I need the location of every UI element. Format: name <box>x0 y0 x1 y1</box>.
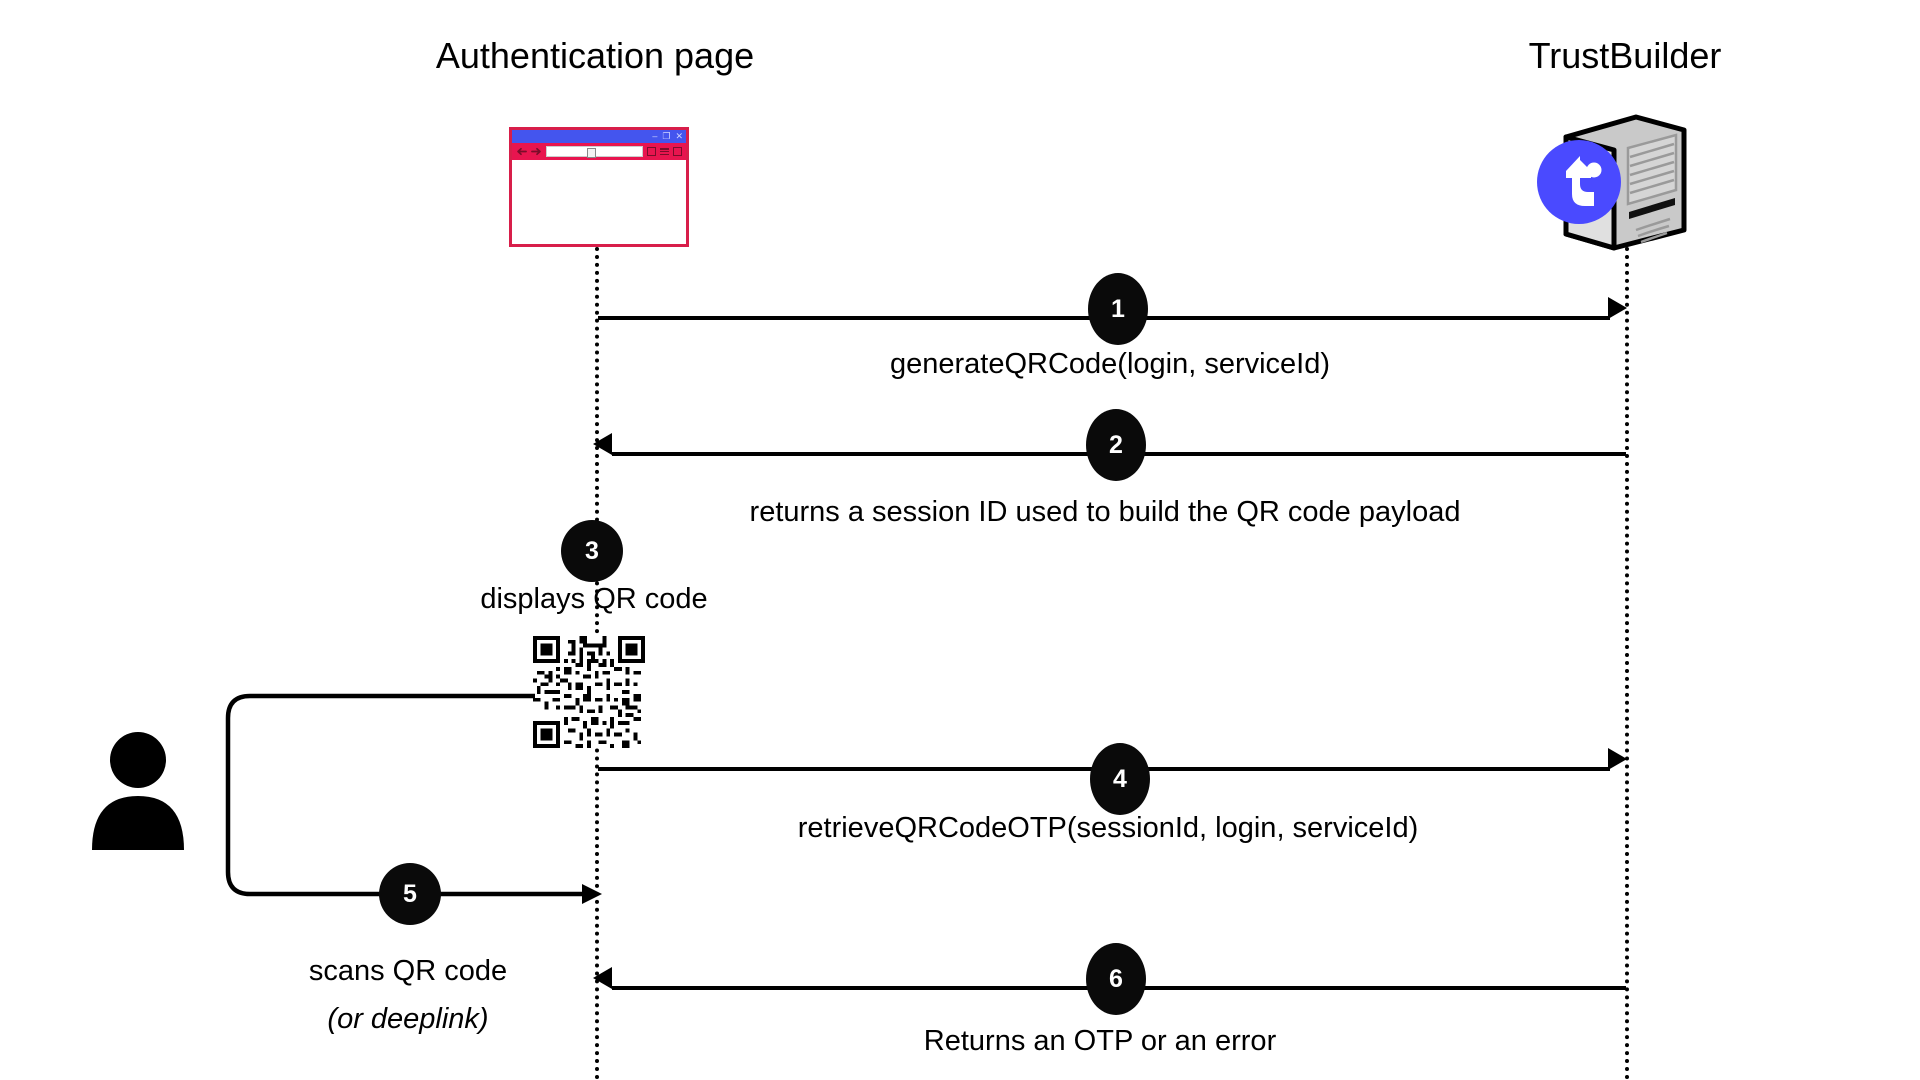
forward-arrow-icon <box>531 146 542 157</box>
message-label-2: returns a session ID used to build the Q… <box>749 496 1461 528</box>
arrowhead-left-2 <box>593 433 612 455</box>
message-label-1: generateQRCode(login, serviceId) <box>889 348 1331 380</box>
back-arrow-icon <box>516 146 527 157</box>
maximize-icon: ❐ <box>662 131 671 141</box>
message-label-3: displays QR code <box>480 583 708 615</box>
message-label-5: scans QR code <box>308 955 508 987</box>
lifeline-trustbuilder <box>1625 247 1629 1080</box>
participant-title-trustbuilder: TrustBuilder <box>1528 35 1722 76</box>
step-badge-5: 5 <box>379 863 441 925</box>
participant-title-authentication-page: Authentication page <box>435 35 755 76</box>
minimize-icon: – <box>652 131 658 141</box>
text-cursor-icon <box>586 148 596 158</box>
close-icon: ✕ <box>675 131 683 141</box>
menu-icon <box>660 147 669 156</box>
arrowhead-right-1 <box>1608 297 1627 319</box>
message-label-5-secondary: (or deeplink) <box>327 1003 489 1035</box>
refresh-icon <box>647 147 656 156</box>
browser-viewport <box>512 160 686 244</box>
qr-code-icon <box>533 636 645 753</box>
message-label-6: Returns an OTP or an error <box>923 1025 1277 1057</box>
user-person-icon <box>88 730 188 855</box>
browser-window-icon: – ❐ ✕ <box>509 127 689 247</box>
step-badge-3: 3 <box>561 520 623 582</box>
step-badge-6: 6 <box>1086 943 1146 1015</box>
step-badge-1: 1 <box>1088 273 1148 345</box>
address-bar <box>546 146 643 158</box>
server-tower-icon <box>1536 112 1716 257</box>
arrowhead-left-6 <box>593 967 612 989</box>
browser-titlebar: – ❐ ✕ <box>512 130 686 143</box>
arrowhead-right-4 <box>1608 748 1627 770</box>
browser-toolbar <box>512 143 686 160</box>
step-badge-2: 2 <box>1086 409 1146 481</box>
home-icon <box>673 147 682 156</box>
message-label-4: retrieveQRCodeOTP(sessionId, login, serv… <box>797 812 1419 844</box>
step-badge-4: 4 <box>1090 743 1150 815</box>
